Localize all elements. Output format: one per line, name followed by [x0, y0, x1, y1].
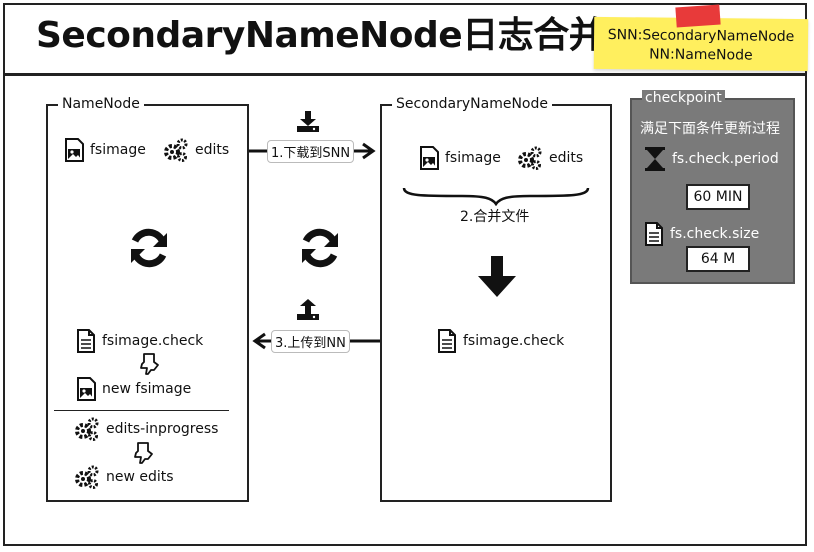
nn-new-fsimage-label: new fsimage [102, 381, 192, 397]
image-file-icon [77, 377, 96, 401]
namenode-label: NameNode [58, 96, 144, 112]
nn-edits-inprogress: edits-inprogress [74, 417, 218, 441]
nn-new-edits-label: new edits [106, 469, 174, 485]
image-file-icon [420, 146, 439, 170]
refresh-icon [131, 228, 167, 268]
gears-icon [75, 465, 99, 489]
size-condition: fs.check.size [644, 222, 759, 246]
nn-fsimage-check: fsimage.check [76, 329, 203, 353]
merge-label: 2.合并文件 [460, 209, 530, 225]
nn-edits-label: edits [195, 142, 230, 158]
image-file-icon [65, 138, 84, 162]
period-condition: fs.check.period [644, 146, 779, 172]
snn-box: SecondaryNameNode [380, 96, 612, 502]
pointing-hand-icon [140, 353, 159, 375]
diagram-title: SecondaryNameNode日志合并 [36, 15, 605, 56]
download-icon [297, 111, 319, 132]
size-name: fs.check.size [670, 226, 760, 242]
nn-edits: edits [163, 138, 229, 162]
checkpoint-panel: checkpoint 满足下面条件更新过程 fs.check.period 60… [630, 90, 795, 284]
snn-fsimage-check-label: fsimage.check [463, 333, 565, 349]
checkpoint-label: checkpoint [642, 90, 725, 106]
upload-icon [297, 299, 319, 320]
period-value: 60 MIN [686, 184, 750, 210]
gears-icon [518, 146, 542, 170]
nn-edits-inprogress-label: edits-inprogress [106, 421, 219, 437]
tape-decoration [675, 4, 721, 28]
snn-label: SecondaryNameNode [392, 96, 552, 112]
snn-fsimage-label: fsimage [445, 150, 501, 166]
size-value: 64 M [686, 246, 750, 272]
title-divider [5, 73, 807, 76]
snn-fsimage: fsimage [419, 146, 501, 170]
snn-fsimage-check: fsimage.check [437, 329, 564, 353]
snn-edits: edits [517, 146, 583, 170]
document-icon [77, 329, 95, 353]
outer-frame [3, 3, 807, 546]
gears-icon [164, 138, 188, 162]
nn-new-fsimage: new fsimage [76, 377, 191, 401]
document-icon [645, 222, 663, 246]
gears-icon [75, 417, 99, 441]
document-icon [438, 329, 456, 353]
merge-brace [402, 187, 590, 206]
pointing-hand-icon [134, 442, 153, 464]
download-label: 1.下载到SNN [267, 140, 355, 163]
namenode-divider [54, 410, 229, 411]
snn-edits-label: edits [549, 150, 584, 166]
nn-fsimage-check-label: fsimage.check [102, 333, 204, 349]
nn-fsimage-label: fsimage [90, 142, 146, 158]
refresh-icon [302, 228, 338, 268]
hourglass-icon [645, 147, 665, 171]
nn-fsimage: fsimage [64, 138, 146, 162]
down-arrow-icon [478, 256, 516, 297]
checkpoint-description: 满足下面条件更新过程 [640, 121, 780, 137]
upload-label: 3.上传到NN [271, 330, 350, 353]
legend-snn: SNN:SecondaryNameNode [607, 27, 795, 45]
legend-nn: NN:NameNode [649, 46, 753, 64]
nn-new-edits: new edits [74, 465, 174, 489]
period-name: fs.check.period [672, 151, 779, 167]
